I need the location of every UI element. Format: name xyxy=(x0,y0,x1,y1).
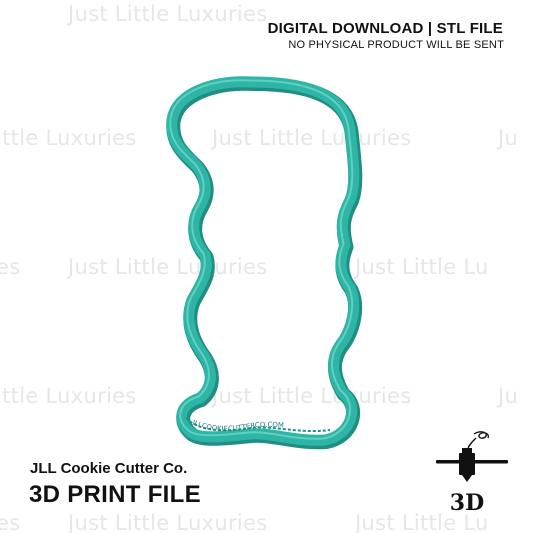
print-head xyxy=(459,453,475,475)
cutter-imprint-marks xyxy=(185,417,331,433)
download-notice: NO PHYSICAL PRODUCT WILL BE SENT xyxy=(288,39,504,51)
filament-coil-icon xyxy=(473,431,490,439)
cutter-inner-edge xyxy=(169,79,354,440)
filament-line xyxy=(467,437,477,449)
download-title: DIGITAL DOWNLOAD | STL FILE xyxy=(267,20,503,37)
brand-name: JLL Cookie Cutter Co. xyxy=(30,460,188,477)
3d-printer-icon: 3D xyxy=(436,431,508,515)
nozzle-icon xyxy=(462,475,472,482)
cutter-shadow xyxy=(173,84,355,442)
product-type-label: 3D PRINT FILE xyxy=(29,481,201,508)
cutter-rim xyxy=(172,82,354,440)
3d-label: 3D xyxy=(450,490,484,515)
extruder-top xyxy=(462,448,472,453)
